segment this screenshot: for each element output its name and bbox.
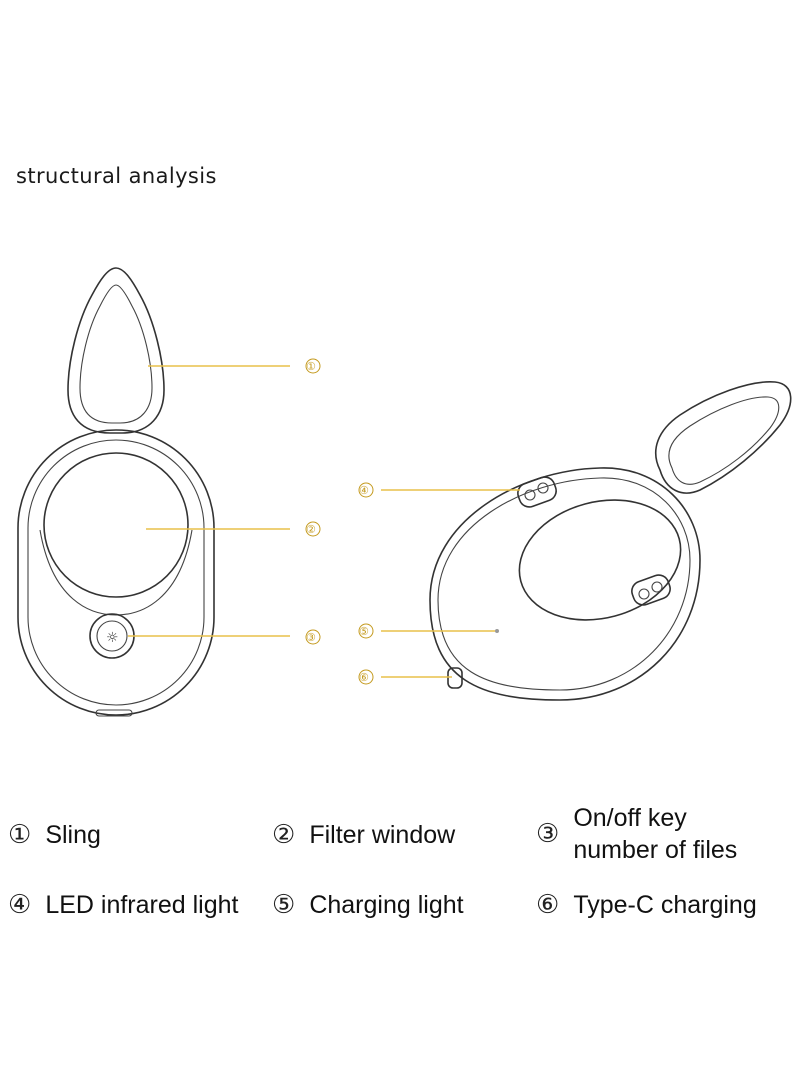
callout-5: ⑤ [359,625,369,638]
legend-num-6: ⑥ [536,890,560,920]
legend-item-5: ⑤ Charging light [272,890,464,920]
side-sling [655,381,792,494]
led-pod-right [631,574,671,606]
type-c-port [447,667,463,689]
callout-1: ① [306,360,316,373]
callout-3: ③ [306,631,316,644]
legend-label-4: LED infrared light [45,891,239,919]
legend-num-1: ① [8,820,32,850]
legend-label-6: Type-C charging [573,891,757,919]
led-pod-top [517,476,557,508]
charging-light-dot [495,629,499,633]
callout-2: ② [306,523,316,536]
callout-6: ⑥ [359,671,369,684]
legend-item-3: ③ On/off key number of files [536,802,737,866]
legend-item-1: ① Sling [8,820,101,850]
side-view-device [429,381,792,701]
front-view-device: ☼ [17,267,215,717]
legend-num-2: ② [272,820,296,850]
legend-num-3: ③ [536,819,560,849]
legend-label-3b: number of files [573,836,738,864]
legend-label-5: Charging light [309,891,464,919]
legend-item-4: ④ LED infrared light [8,890,238,920]
legend-label-1: Sling [45,821,101,849]
front-sling [67,267,165,434]
side-filter-window [518,499,682,621]
front-body [17,429,215,716]
legend-item-6: ⑥ Type-C charging [536,890,757,920]
legend-item-2: ② Filter window [272,820,455,850]
legend-num-5: ⑤ [272,890,296,920]
legend-num-4: ④ [8,890,32,920]
front-filter-window [43,452,189,598]
legend-label-2: Filter window [309,821,456,849]
side-body [429,467,701,701]
bulb-icon: ☼ [106,630,119,646]
callout-4: ④ [359,484,369,497]
page-title: structural analysis [16,164,217,188]
legend-label-3a: On/off key [573,804,687,832]
callouts: ① ② ③ ④ ⑤ ⑥ [128,358,520,685]
